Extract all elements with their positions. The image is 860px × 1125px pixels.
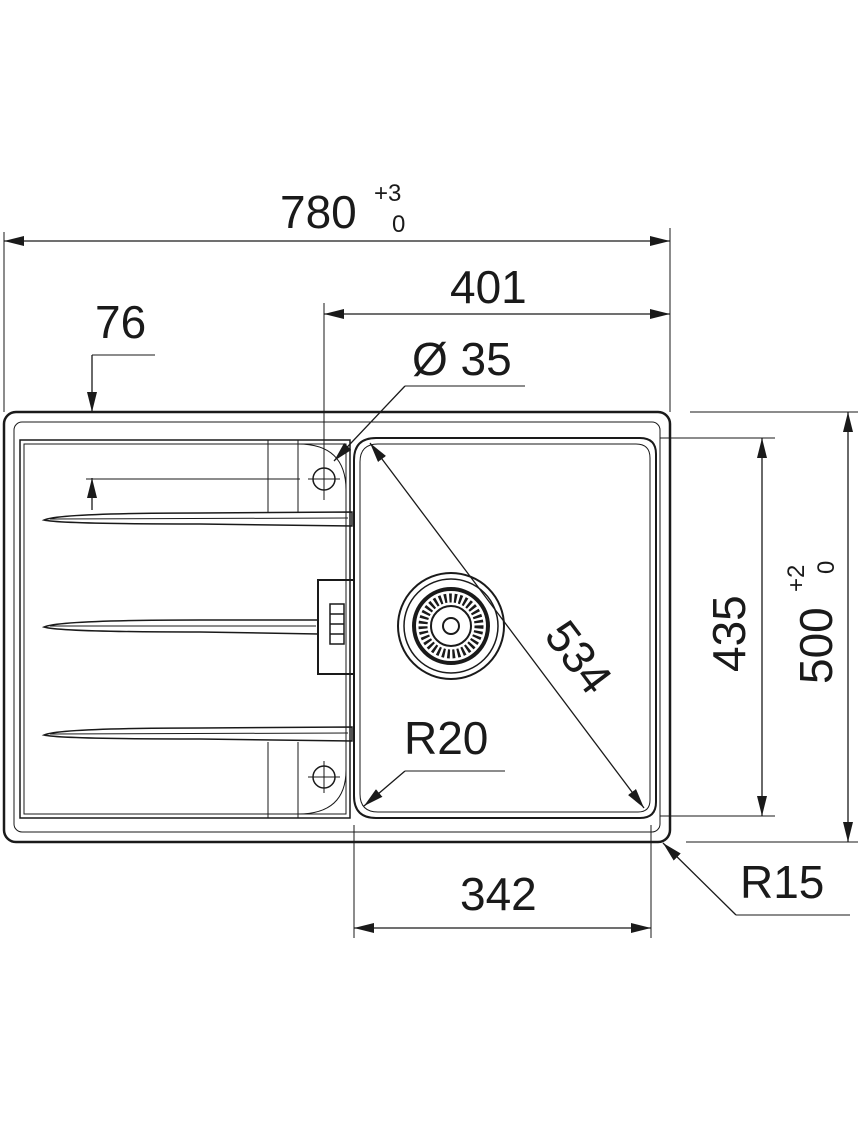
overall-depth-label: 500 [790, 607, 842, 684]
overflow-slot [317, 579, 355, 675]
drain [397, 572, 505, 680]
drainer-groove-1 [41, 511, 353, 527]
tap-hole-bottom [308, 761, 340, 793]
bowl-offset-label: 401 [450, 261, 527, 313]
dim-bowl-offset: 401 [323, 261, 670, 500]
tap-hole-offset-label: 76 [95, 296, 146, 348]
overall-width-tol-upper: +3 [374, 180, 401, 207]
dim-bowl-width: 342 [353, 825, 652, 938]
dim-overall-depth: 500 +2 0 [686, 411, 858, 843]
drainer-groove-3 [41, 726, 353, 742]
bowl-diagonal-label: 534 [535, 611, 623, 704]
dim-bowl-depth: 435 [660, 437, 775, 817]
overall-width-tol-lower: 0 [392, 211, 405, 238]
outer-radius-label: R15 [740, 856, 824, 908]
tap-hole-diameter-label: Ø 35 [412, 333, 512, 385]
dim-bowl-radius: R20 [363, 712, 505, 807]
bowl-radius-label: R20 [404, 712, 488, 764]
dim-overall-width: 780 +3 0 [3, 180, 671, 412]
bowl [353, 437, 657, 819]
bowl-depth-label: 435 [703, 595, 755, 672]
overall-width-label: 780 [280, 186, 357, 238]
drainer-groove-2 [41, 619, 319, 635]
sink-outline [2, 410, 672, 844]
overall-depth-tol-lower: 0 [813, 561, 840, 574]
drainer-area [19, 439, 351, 819]
overall-depth-tol-upper: +2 [783, 565, 810, 592]
bowl-width-label: 342 [460, 868, 537, 920]
dim-outer-radius: R15 [662, 842, 850, 916]
dim-tap-hole-offset: 76 [86, 296, 300, 510]
dim-tap-hole-diameter: Ø 35 [333, 333, 525, 462]
